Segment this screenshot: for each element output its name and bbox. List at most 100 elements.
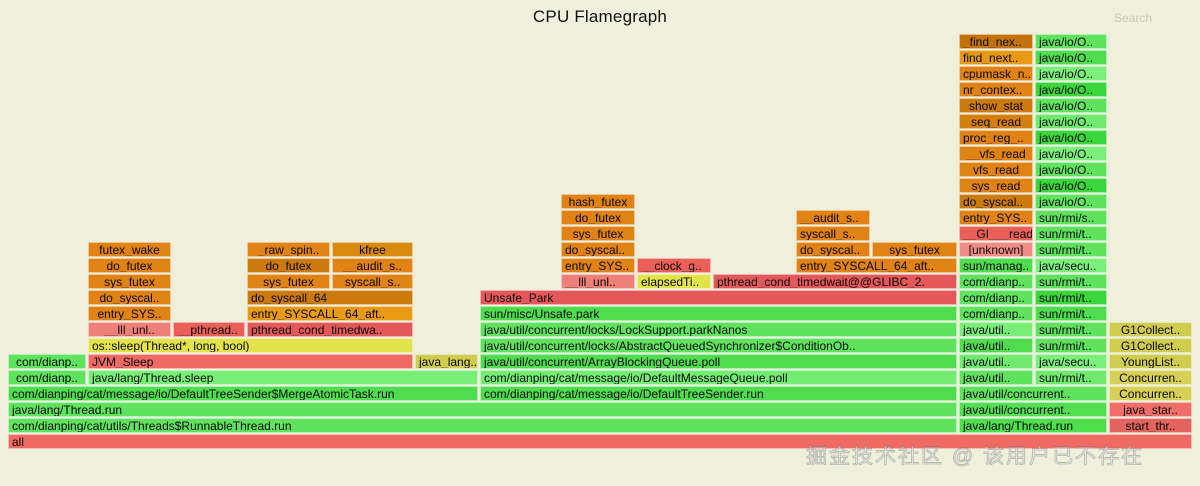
flame-frame[interactable]: java/io/O.. — [1035, 66, 1107, 81]
flame-frame[interactable]: com/dianp.. — [959, 290, 1033, 305]
flame-frame[interactable]: entry_SYS.. — [561, 258, 635, 273]
flame-frame[interactable]: java/util.. — [959, 354, 1033, 369]
flame-frame[interactable]: java/secu.. — [1035, 354, 1107, 369]
flame-frame[interactable]: proc_reg_.. — [959, 130, 1033, 145]
flame-frame[interactable]: Concurren.. — [1109, 370, 1192, 385]
flame-frame[interactable]: _raw_spin.. — [247, 242, 330, 257]
flame-frame[interactable]: java/util/concurrent.. — [959, 386, 1107, 401]
flame-frame[interactable]: do_syscall_64 — [247, 290, 413, 305]
flame-frame[interactable]: sun/rmi/t.. — [1035, 226, 1107, 241]
flame-frame[interactable]: java/lang/Thread.run — [8, 402, 957, 417]
flame-frame[interactable]: java/io/O.. — [1035, 34, 1107, 49]
flame-frame[interactable]: com/dianping/cat/message/io/DefaultMessa… — [480, 370, 957, 385]
flame-frame[interactable]: com/dianp.. — [8, 354, 86, 369]
flame-frame[interactable]: java/io/O.. — [1035, 162, 1107, 177]
flame-frame[interactable]: java/io/O.. — [1035, 50, 1107, 65]
flame-frame[interactable]: entry_SYS.. — [88, 306, 171, 321]
flame-frame[interactable]: java/io/O.. — [1035, 146, 1107, 161]
flame-frame[interactable]: java/util.. — [959, 370, 1033, 385]
flame-frame[interactable]: YoungList.. — [1109, 354, 1192, 369]
flame-frame[interactable]: java/util.. — [959, 338, 1033, 353]
flame-frame[interactable]: Concurren.. — [1109, 386, 1192, 401]
flame-frame[interactable]: do_syscal.. — [959, 194, 1033, 209]
flame-frame[interactable]: cpumask_n.. — [959, 66, 1033, 81]
flame-frame[interactable]: entry_SYS.. — [959, 210, 1033, 225]
flame-frame[interactable]: entry_SYSCALL_64_aft.. — [796, 258, 957, 273]
flame-frame[interactable]: java/util/concurrent.. — [959, 402, 1107, 417]
flame-frame[interactable]: sys_futex — [88, 274, 171, 289]
flame-frame[interactable]: all — [8, 434, 1192, 449]
flame-frame[interactable]: java/io/O.. — [1035, 194, 1107, 209]
flame-frame[interactable]: pthread_cond_timedwa.. — [247, 322, 413, 337]
flame-frame[interactable]: java/util.. — [959, 322, 1033, 337]
flame-frame[interactable]: java/io/O.. — [1035, 130, 1107, 145]
flame-frame[interactable]: java/lang/Thread.run — [959, 418, 1107, 433]
flame-frame[interactable]: com/dianp.. — [959, 274, 1033, 289]
flame-frame[interactable]: __lll_unl.. — [561, 274, 635, 289]
flame-frame[interactable]: com/dianping/cat/message/io/DefaultTreeS… — [480, 386, 957, 401]
flame-frame[interactable]: do_syscal.. — [561, 242, 635, 257]
flame-frame[interactable]: do_syscal.. — [88, 290, 171, 305]
flame-frame[interactable]: __audit_s.. — [332, 258, 413, 273]
flame-frame[interactable]: sun/rmi/t.. — [1035, 322, 1107, 337]
flame-frame[interactable]: G1Collect.. — [1109, 338, 1192, 353]
flame-frame[interactable]: Unsafe_Park — [480, 290, 957, 305]
flame-frame[interactable]: entry_SYSCALL_64_aft.. — [247, 306, 413, 321]
flame-frame[interactable]: com/dianp.. — [8, 370, 86, 385]
flame-frame[interactable]: sys_futex — [872, 242, 957, 257]
flame-frame[interactable]: sun/misc/Unsafe.park — [480, 306, 957, 321]
flame-frame[interactable]: os::sleep(Thread*, long, bool) — [88, 338, 413, 353]
flame-frame[interactable]: sun/rmi/s.. — [1035, 210, 1107, 225]
flame-frame[interactable]: do_futex — [88, 258, 171, 273]
flame-frame[interactable]: sys_futex — [561, 226, 635, 241]
flame-frame[interactable]: elapsedTi.. — [637, 274, 711, 289]
flame-frame[interactable]: hash_futex — [561, 194, 635, 209]
flame-frame[interactable]: sun/rmi/t.. — [1035, 242, 1107, 257]
flame-frame[interactable]: sun/rmi/t.. — [1035, 290, 1107, 305]
flame-frame[interactable]: do_futex — [561, 210, 635, 225]
flame-frame[interactable]: start_thr.. — [1109, 418, 1192, 433]
search-input[interactable]: Search — [1113, 11, 1152, 25]
flame-frame[interactable]: java/lang/Thread.sleep — [88, 370, 478, 385]
flame-frame[interactable]: __vfs_read — [959, 146, 1033, 161]
flame-frame[interactable]: seq_read — [959, 114, 1033, 129]
flame-frame[interactable]: _find_nex.. — [959, 34, 1033, 49]
flame-frame[interactable]: __GI___read — [959, 226, 1033, 241]
flame-frame[interactable]: sun/rmi/t.. — [1035, 338, 1107, 353]
flame-frame[interactable]: kfree — [332, 242, 413, 257]
flame-frame[interactable]: nr_contex.. — [959, 82, 1033, 97]
flame-frame[interactable]: [unknown] — [959, 242, 1033, 257]
flame-frame[interactable]: sys_read — [959, 178, 1033, 193]
flame-frame[interactable]: java/io/O.. — [1035, 178, 1107, 193]
flame-frame[interactable]: java/util/concurrent/ArrayBlockingQueue.… — [480, 354, 957, 369]
flame-frame[interactable]: com/dianping/cat/message/io/DefaultTreeS… — [8, 386, 478, 401]
flame-frame[interactable]: java/io/O.. — [1035, 98, 1107, 113]
flame-frame[interactable]: com/dianp.. — [959, 306, 1033, 321]
flame-frame[interactable]: java/util/concurrent/locks/LockSupport.p… — [480, 322, 957, 337]
flame-frame[interactable]: __clock_g.. — [637, 258, 711, 273]
flame-frame[interactable]: java_lang.. — [415, 354, 478, 369]
flame-frame[interactable]: syscall_s.. — [332, 274, 413, 289]
flame-frame[interactable]: vfs_read — [959, 162, 1033, 177]
flame-frame[interactable]: pthread_cond_timedwait@@GLIBC_2. — [713, 274, 957, 289]
flame-frame[interactable]: do_futex — [247, 258, 330, 273]
flame-frame[interactable]: futex_wake — [88, 242, 171, 257]
flame-frame[interactable]: java_star.. — [1109, 402, 1192, 417]
flame-frame[interactable]: java/io/O.. — [1035, 114, 1107, 129]
flame-frame[interactable]: sys_futex — [247, 274, 330, 289]
flame-frame[interactable]: find_next.. — [959, 50, 1033, 65]
flame-frame[interactable]: sun/rmi/t.. — [1035, 370, 1107, 385]
flame-frame[interactable]: G1Collect.. — [1109, 322, 1192, 337]
flame-frame[interactable]: __audit_s.. — [796, 210, 870, 225]
flame-frame[interactable]: java/util/concurrent/locks/AbstractQueue… — [480, 338, 957, 353]
flame-frame[interactable]: java/secu.. — [1035, 258, 1107, 273]
flame-frame[interactable]: sun/manag.. — [959, 258, 1033, 273]
flame-frame[interactable]: com/dianping/cat/utils/Threads$RunnableT… — [8, 418, 957, 433]
flame-frame[interactable]: syscall_s.. — [796, 226, 870, 241]
flame-frame[interactable]: sun/rmi/t.. — [1035, 306, 1107, 321]
flame-frame[interactable]: __lll_unl.. — [88, 322, 171, 337]
flame-frame[interactable]: __pthread.. — [173, 322, 245, 337]
flame-frame[interactable]: java/io/O.. — [1035, 82, 1107, 97]
flame-frame[interactable]: sun/rmi/t.. — [1035, 274, 1107, 289]
